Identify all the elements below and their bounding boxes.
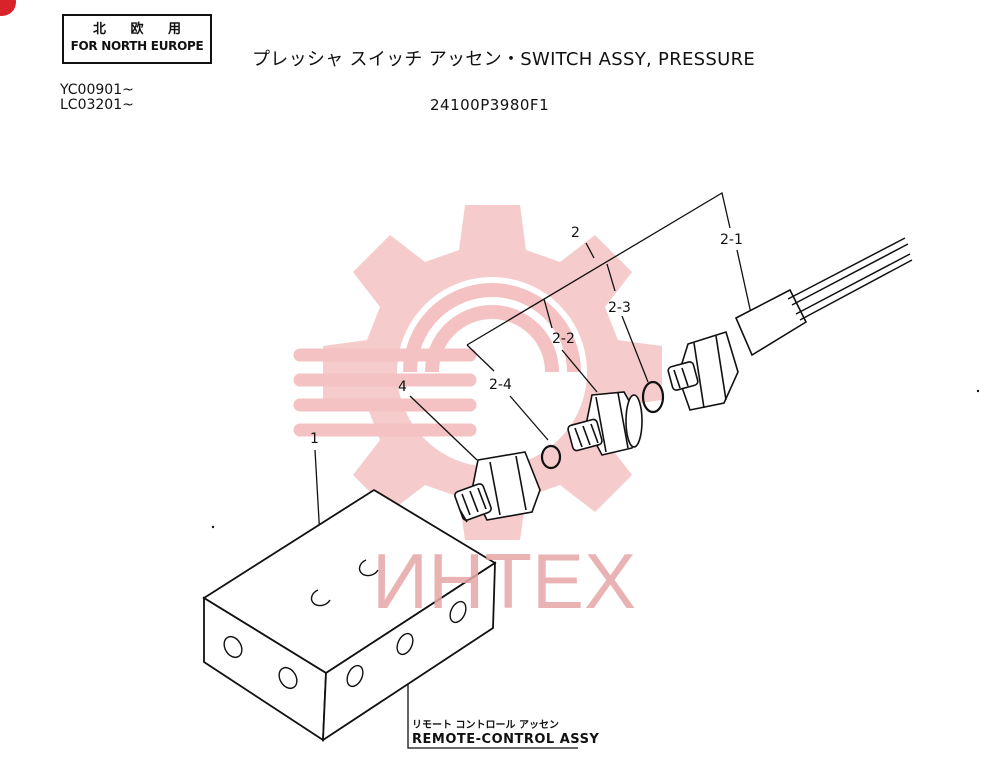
o-ring-large bbox=[641, 380, 665, 414]
callout-2: 2 bbox=[571, 225, 580, 241]
remote-control-label-jp: リモート コントロール アッセン bbox=[412, 720, 559, 731]
serial-range-1: YC00901~ bbox=[60, 82, 134, 98]
watermark-gear-inner bbox=[397, 277, 587, 467]
switch-fitting bbox=[567, 391, 643, 456]
adapter-fitting bbox=[454, 451, 541, 523]
watermark-gear-stripes bbox=[293, 348, 477, 437]
page-title: プレッシャ スイッチ アッセン・SWITCH ASSY, PRESSURE bbox=[252, 49, 756, 70]
region-label-box: 北 欧 用 FOR NORTH EUROPE bbox=[62, 14, 212, 64]
callout-2-3: 2-3 bbox=[608, 300, 631, 316]
part-number: 24100P3980F1 bbox=[430, 96, 550, 114]
stray-marks bbox=[211, 389, 980, 529]
callout-2-4: 2-4 bbox=[489, 377, 512, 393]
callout-2-1: 2-1 bbox=[720, 232, 743, 248]
callout-4: 4 bbox=[398, 379, 407, 395]
callout-2-2: 2-2 bbox=[552, 331, 575, 347]
callout-1: 1 bbox=[310, 431, 319, 447]
o-ring-small bbox=[540, 444, 562, 470]
region-label-jp: 北 欧 用 bbox=[92, 22, 192, 37]
watermark-text: ИНТЕХ bbox=[372, 537, 636, 625]
region-label-en: FOR NORTH EUROPE bbox=[70, 39, 204, 53]
watermark-gear-rings bbox=[403, 283, 581, 373]
serial-range-2: LC03201~ bbox=[60, 97, 134, 113]
remote-control-label-en: REMOTE-CONTROL ASSY bbox=[412, 732, 600, 747]
leader-lines bbox=[314, 191, 753, 749]
pressure-switch-wires bbox=[787, 237, 913, 321]
remote-control-ports bbox=[223, 559, 467, 690]
pressure-switch-body bbox=[667, 288, 808, 411]
